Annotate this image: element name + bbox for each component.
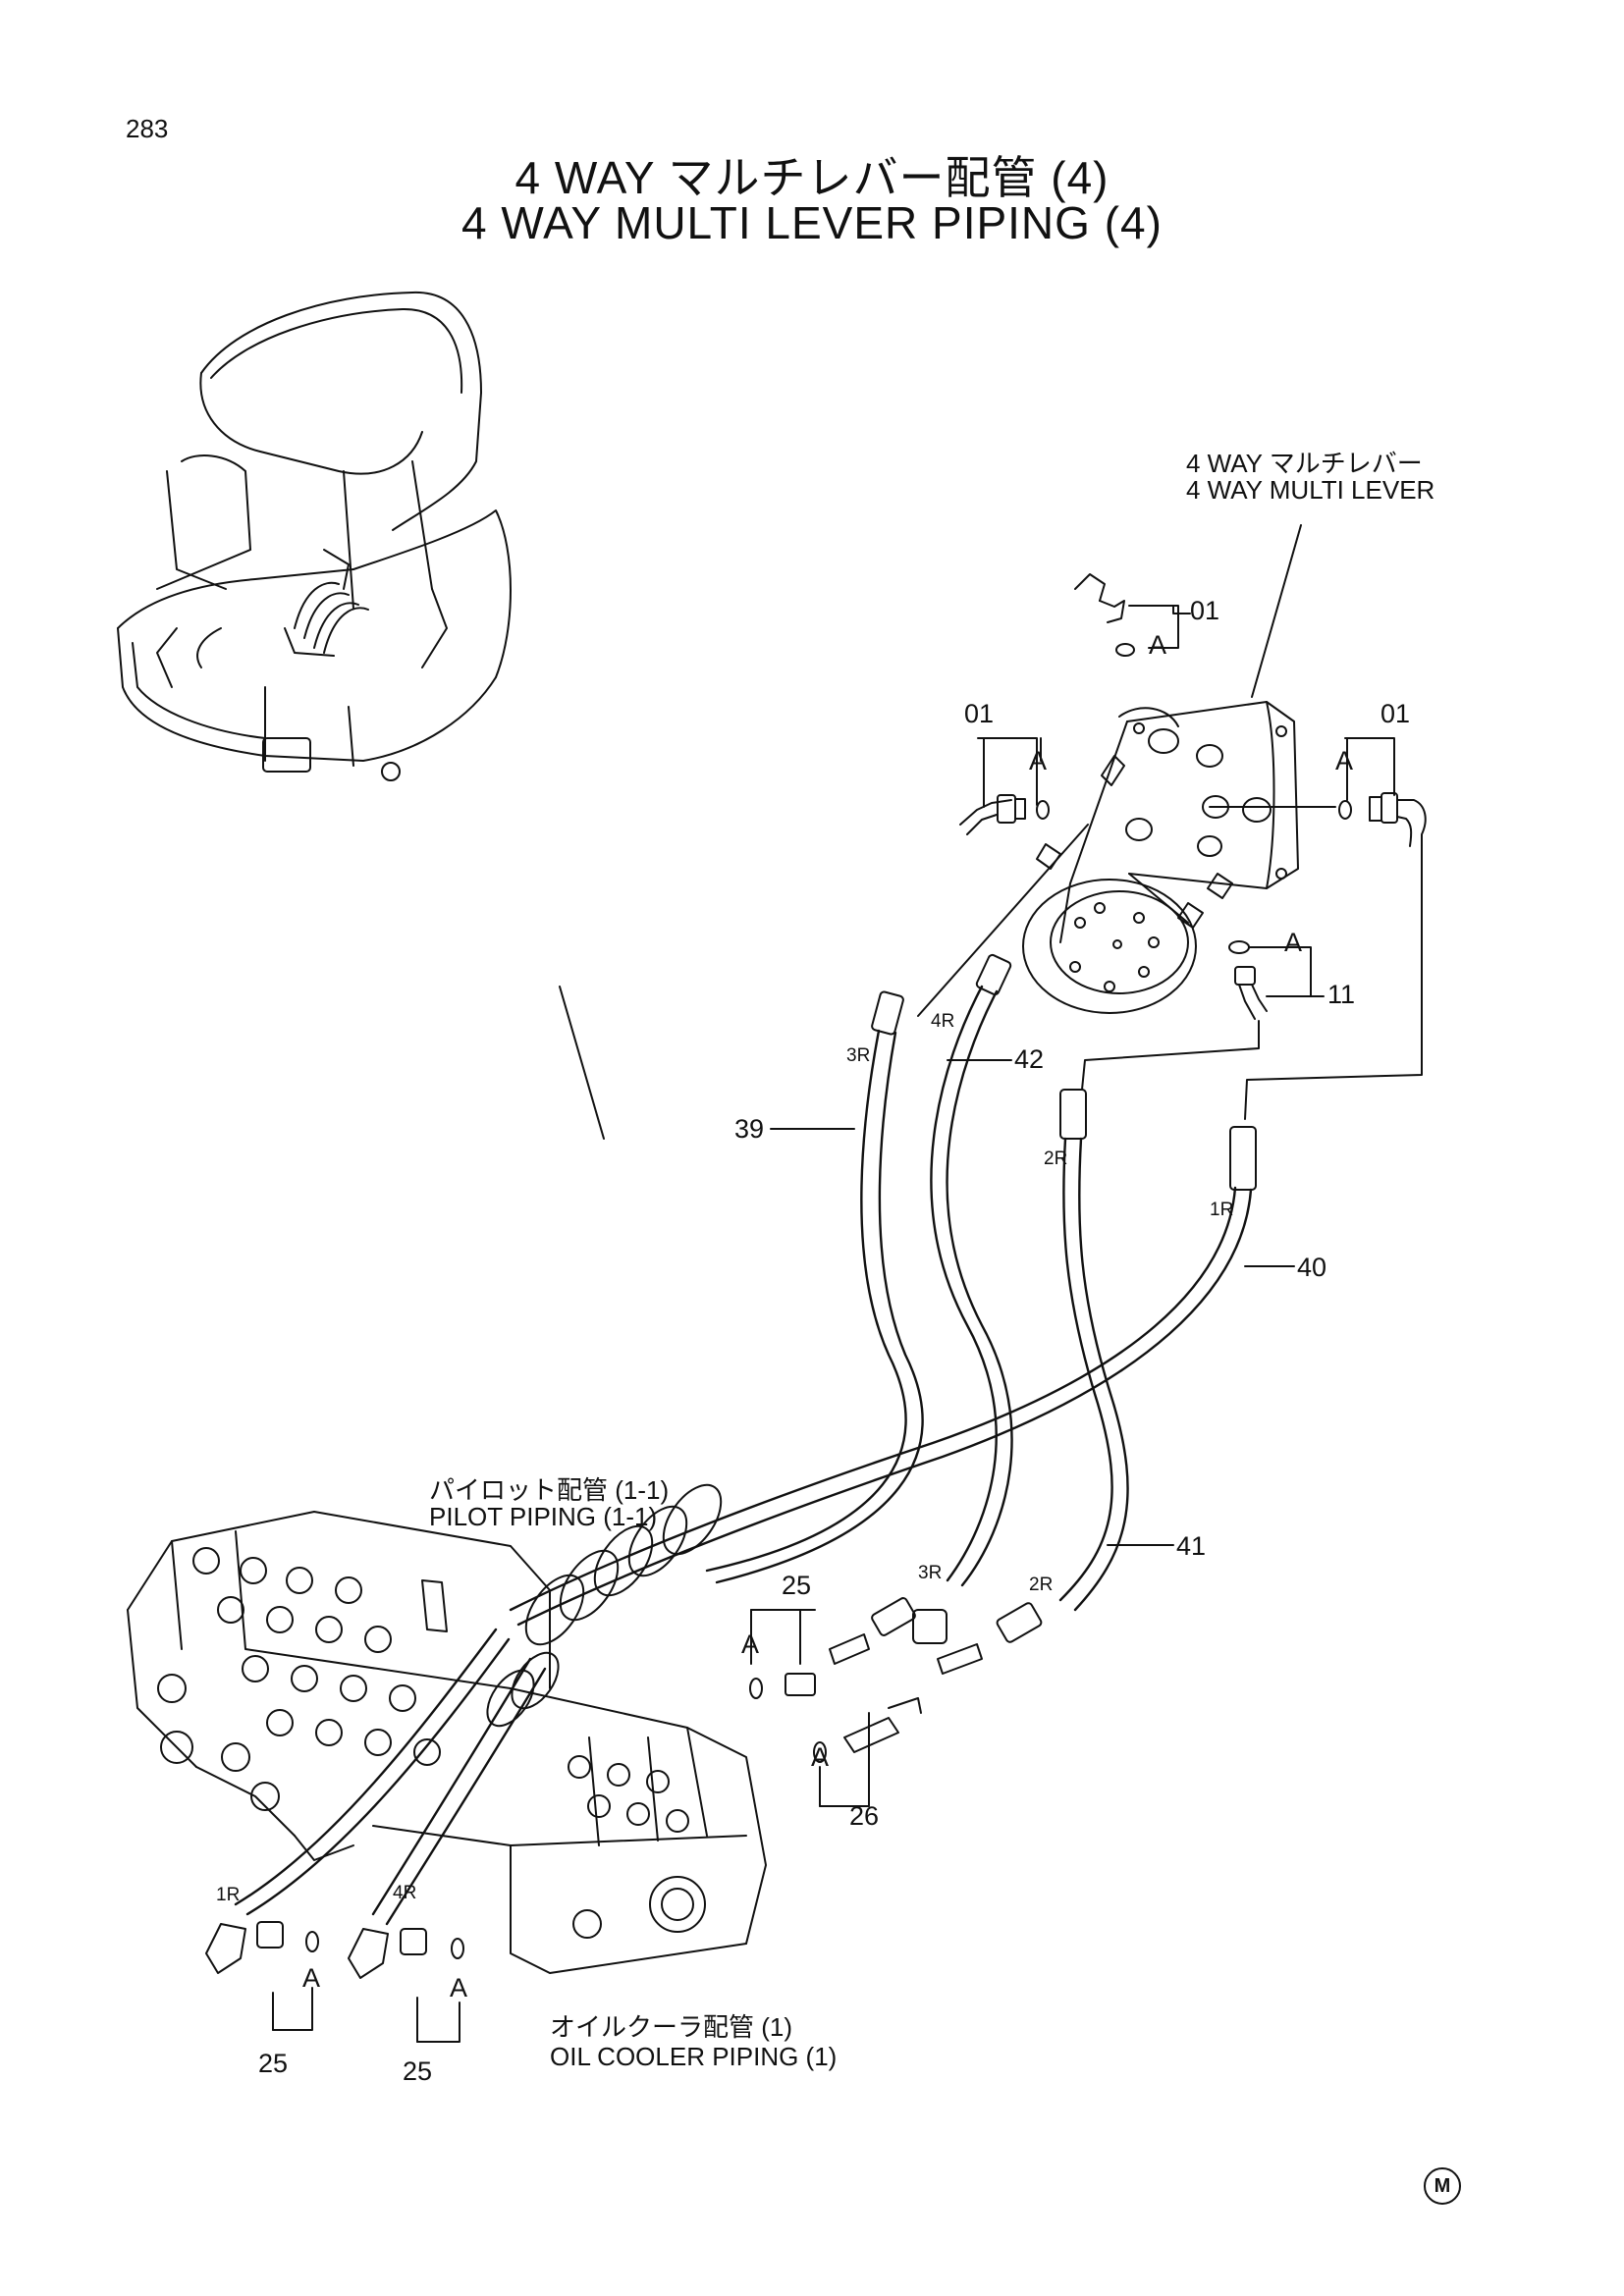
multi-lever-valve bbox=[1022, 701, 1299, 1014]
hose-tag-4r-bottom: 4R bbox=[393, 1883, 417, 1903]
hose-tag-3r-bottom: 3R bbox=[918, 1563, 943, 1583]
callout-01-right: 01 bbox=[1380, 699, 1411, 728]
pilot-piping-label-ja: パイロット配管 (1-1) bbox=[429, 1475, 670, 1505]
callout-11: 11 bbox=[1327, 980, 1356, 1009]
callout-26: 26 bbox=[849, 1801, 880, 1831]
hose-tag-2r-bottom: 2R bbox=[1029, 1575, 1054, 1595]
control-valve-block bbox=[127, 1483, 767, 1974]
oil-cooler-label-ja: オイルクーラ配管 (1) bbox=[550, 2012, 793, 2042]
hose-end-fittings bbox=[205, 953, 1257, 1979]
oring-letter-a-top: A bbox=[1149, 630, 1167, 660]
hose-tag-1r-top: 1R bbox=[1210, 1200, 1234, 1220]
oring-letter-a-bottom-left-2: A bbox=[450, 1973, 468, 2002]
oil-cooler-label-en: OIL COOLER PIPING (1) bbox=[550, 2042, 838, 2071]
callout-25-bottom-left-1: 25 bbox=[258, 2049, 289, 2078]
hose-tag-1r-bottom: 1R bbox=[216, 1885, 241, 1905]
callout-39: 39 bbox=[734, 1114, 765, 1144]
page-number: 283 bbox=[126, 114, 169, 143]
oring-letter-a-middle: A bbox=[741, 1629, 760, 1659]
callout-40: 40 bbox=[1297, 1253, 1327, 1282]
corner-mark: M bbox=[1424, 2167, 1461, 2205]
oring-letter-a-26: A bbox=[811, 1742, 830, 1772]
multi-lever-label-en: 4 WAY MULTI LEVER bbox=[1186, 475, 1435, 505]
multi-lever-label-ja: 4 WAY マルチレバー bbox=[1186, 449, 1423, 478]
callout-25-bottom-left-2: 25 bbox=[403, 2056, 433, 2086]
callout-41: 41 bbox=[1176, 1531, 1207, 1561]
title-english: 4 WAY MULTI LEVER PIPING (4) bbox=[461, 197, 1163, 248]
hose-tag-4r-top: 4R bbox=[931, 1011, 955, 1032]
leader-lines bbox=[272, 524, 1423, 2043]
pilot-piping-label-en: PILOT PIPING (1-1) bbox=[429, 1502, 658, 1531]
hoses bbox=[234, 985, 1253, 1926]
callout-42: 42 bbox=[1014, 1044, 1045, 1074]
lever-fittings bbox=[959, 573, 1427, 1020]
callout-25-middle: 25 bbox=[782, 1571, 812, 1600]
hose-tag-3r-top: 3R bbox=[846, 1045, 871, 1066]
oring-letter-a-left: A bbox=[1029, 746, 1048, 775]
oring-letter-a-bottom-left-1: A bbox=[302, 1963, 321, 1993]
hose-tag-2r-top: 2R bbox=[1044, 1148, 1068, 1169]
excavator-cab-illustration bbox=[117, 291, 512, 781]
oring-letter-a-11: A bbox=[1284, 928, 1303, 957]
callout-01-top: 01 bbox=[1190, 596, 1220, 625]
oring-letter-a-right: A bbox=[1335, 746, 1354, 775]
callout-01-left: 01 bbox=[964, 699, 995, 728]
title-japanese: 4 WAY マルチレバー配管 (4) bbox=[514, 152, 1110, 203]
